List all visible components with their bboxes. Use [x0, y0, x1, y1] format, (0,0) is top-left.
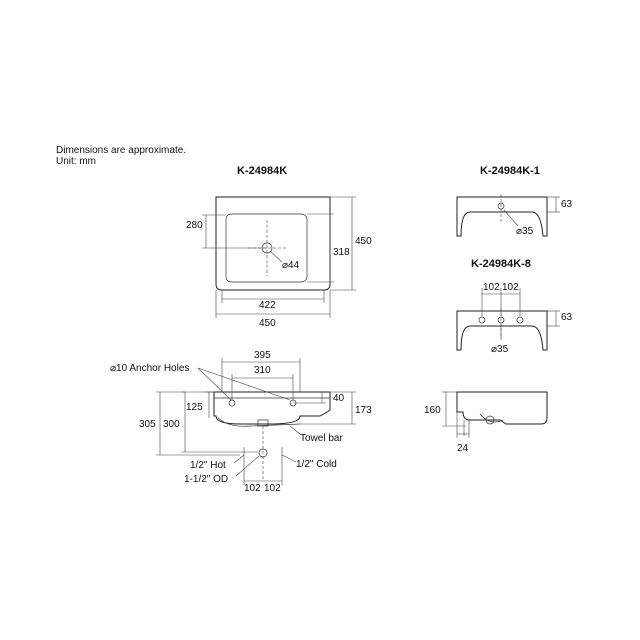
anchor-leader-1	[197, 367, 232, 401]
side-right-bowl-curve	[479, 413, 504, 423]
od-label: 1-1/2" OD	[184, 474, 228, 485]
front-k1-dim-63-label: 63	[561, 199, 573, 210]
dim-450-right-label: 450	[355, 236, 372, 247]
dim-300-label: 300	[163, 419, 180, 430]
dim-310-label: 310	[254, 365, 271, 376]
front-k8-dim-102b-label: 102	[502, 282, 519, 293]
front-k8-outline	[456, 310, 548, 351]
front-k8-dim-63-label: 63	[561, 312, 573, 323]
hole-leader	[503, 209, 519, 227]
drain-diameter-label: ⌀44	[282, 260, 300, 271]
dim-422-label: 422	[259, 300, 276, 311]
side-dim-102a-label: 102	[244, 483, 261, 494]
front-view-k8: K-24984K-8 102 102 ⌀35 63	[456, 258, 573, 355]
front-k8-dim-102a-label: 102	[483, 282, 500, 293]
front-view-k1-model: K-24984K-1	[480, 165, 540, 177]
top-view: K-24984K ⌀44 280 318 450 422 4	[186, 165, 372, 329]
top-view-model: K-24984K	[237, 165, 287, 177]
approx-note: Dimensions are approximate.	[56, 145, 186, 156]
side-right-drain	[485, 415, 495, 425]
front-view-k8-model: K-24984K-8	[471, 258, 531, 270]
side-view-left: ⌀10 Anchor Holes 395 310 40 173 125 300	[110, 350, 372, 494]
bowl-outline	[225, 213, 308, 283]
cold-label: 1/2" Cold	[296, 459, 337, 470]
dim-450-bottom-label: 450	[259, 318, 276, 329]
side-right-dim-24-label: 24	[457, 443, 469, 454]
dim-305-label: 305	[139, 419, 156, 430]
front-k1-hole-label: ⌀35	[516, 226, 534, 237]
basin-outline	[215, 196, 331, 291]
unit-note: Unit: mm	[56, 156, 96, 167]
anchor-hole-left	[228, 399, 236, 407]
side-basin-outline	[213, 391, 331, 425]
side-dim-102b-label: 102	[264, 483, 281, 494]
dim-173-label: 173	[355, 405, 372, 416]
faucet-hole-left	[478, 316, 486, 324]
front-k8-hole-label: ⌀35	[491, 344, 509, 355]
dim-280-label: 280	[186, 220, 203, 231]
hot-label: 1/2" Hot	[190, 460, 226, 471]
front-k1-outline	[456, 196, 548, 237]
side-view-right: 160 24	[424, 391, 548, 454]
side-right-outline	[456, 391, 548, 425]
faucet-hole-right	[516, 316, 524, 324]
anchor-holes-label: ⌀10 Anchor Holes	[110, 363, 189, 374]
dim-318-label: 318	[333, 247, 350, 258]
towel-bar-label: Towel bar	[300, 433, 343, 444]
side-right-dim-160-label: 160	[424, 405, 441, 416]
dim-125-label: 125	[186, 402, 203, 413]
anchor-leader-2	[197, 367, 291, 401]
towel-bar-shape	[217, 417, 301, 427]
front-view-k1: K-24984K-1 ⌀35 63	[456, 165, 573, 237]
dim-40-label: 40	[333, 393, 345, 404]
towel-bar-leader	[289, 425, 301, 435]
drain-leader	[270, 251, 283, 263]
dim-395-label: 395	[254, 350, 271, 361]
